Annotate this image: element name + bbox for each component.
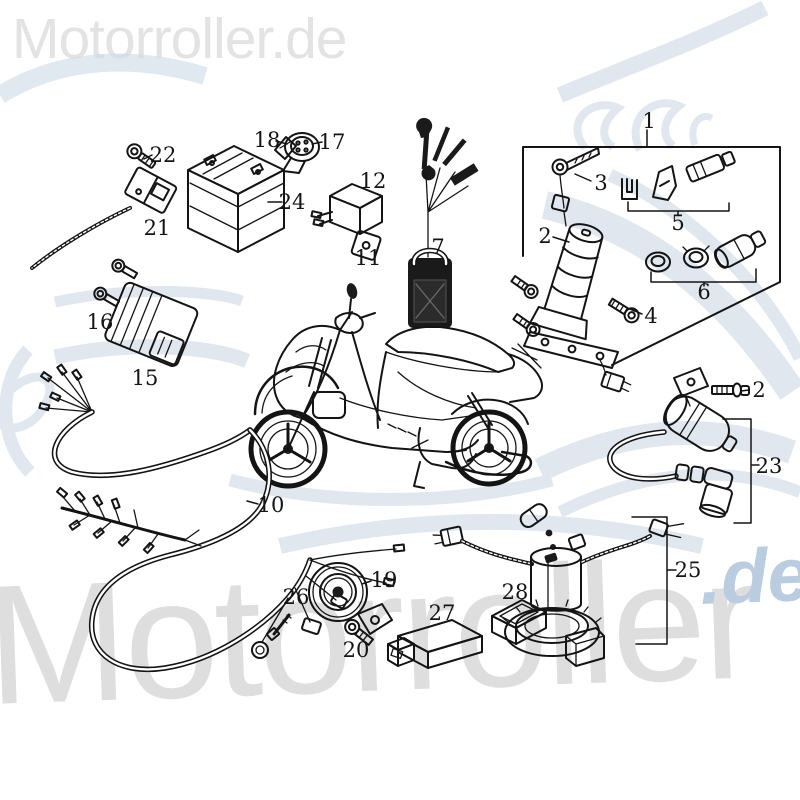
part-number-24: 24 [279,190,306,214]
scooter-drawing [248,283,543,489]
part-number-15: 15 [132,366,159,390]
part-number-20: 20 [343,638,370,662]
battery-24-drawing [187,145,285,253]
clip-set-5-drawing [621,150,736,201]
swoosh-watermark-graphic [0,0,800,554]
diagram-line-art: 1352647222124181712111615102232526192027… [30,109,783,672]
cdi-15-16-drawing [93,258,199,367]
horn-19-20-drawing [308,562,393,646]
part-number-23: 23 [756,454,783,478]
part-number-6: 6 [697,280,710,304]
part-number-2: 2 [752,378,765,402]
part-number-3: 3 [594,171,607,195]
part-number-28: 28 [502,580,529,604]
part-number-11: 11 [355,246,382,270]
part-number-22: 22 [150,143,177,167]
part-number-7: 7 [431,235,444,259]
ignition-coil-23-drawing [607,367,750,518]
unit-27-drawing [387,619,483,669]
part-number-26: 26 [283,585,310,609]
part-number-21: 21 [144,216,171,240]
screw-26-drawing [266,613,292,641]
part-number-19: 19 [371,568,398,592]
wiring-harness-10-drawing [38,363,406,672]
part-number-5: 5 [671,211,684,235]
part-number-2: 2 [538,224,551,248]
flasher-12-11-drawing [310,183,383,261]
callout-lines [143,129,760,645]
part-number-25: 25 [675,558,702,582]
part-number-4: 4 [644,304,657,328]
part-number-10: 10 [258,493,285,517]
bolt-22-drawing [126,143,157,169]
part-number-17: 17 [319,130,346,154]
lockset-box-1-drawing [522,146,781,366]
bolt-4-drawing [607,297,640,324]
ring-set-6-drawing [645,230,767,273]
condenser-21-drawing [30,166,178,270]
starter-relay-25-drawing [432,503,685,667]
cap-17-18-drawing [274,132,320,174]
part-number-1: 1 [642,109,655,133]
part-number-18: 18 [254,128,281,152]
part-number-12: 12 [360,169,387,193]
toolkit-7-drawing [408,117,479,328]
ignition-lock-2-drawing [510,223,632,393]
key-3-drawing [550,147,600,227]
part-number-16: 16 [87,310,114,334]
part-number-27: 27 [429,601,456,625]
